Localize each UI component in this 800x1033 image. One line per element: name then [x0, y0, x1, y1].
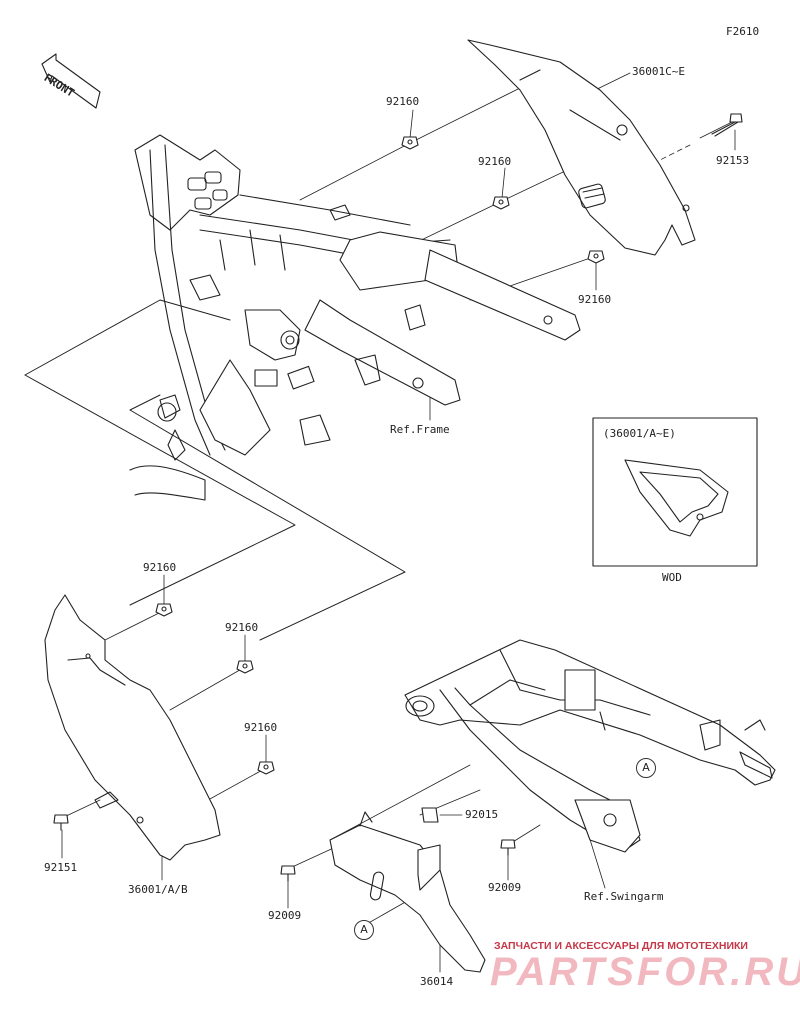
lower-side-cover-drawing [44, 594, 221, 861]
part-label-bolt-lower: 92151 [44, 861, 78, 874]
swingarm-drawing [404, 639, 776, 853]
inset-box [592, 417, 758, 567]
ref-frame-label: Ref.Frame [390, 423, 450, 436]
inset-caption: WOD [662, 571, 682, 584]
part-label-nut-lower-1: 92160 [143, 561, 177, 574]
nut-icon [155, 603, 173, 617]
callout-marker-chain-cover: A [354, 920, 374, 940]
bolt-icon [711, 113, 743, 137]
leader-lines [61, 72, 736, 973]
inset-title: (36001/A~E) [603, 427, 676, 440]
part-label-grommet: 92015 [465, 808, 499, 821]
part-label-bolt-upper: 92153 [716, 154, 750, 167]
screw-icon [500, 839, 516, 856]
frame-drawing [129, 134, 581, 501]
screw-icon [280, 865, 296, 882]
figure-code: F2610 [726, 25, 760, 38]
part-label-nut-lower-3: 92160 [244, 721, 278, 734]
part-label-cover-upper: 36001C~E [632, 65, 685, 78]
front-arrow-icon [41, 53, 101, 109]
part-label-nut-upper-1: 92160 [386, 95, 420, 108]
part-label-nut-upper-3: 92160 [578, 293, 612, 306]
part-label-screw-2: 92009 [488, 881, 522, 894]
lower-fasteners [53, 603, 275, 831]
part-label-nut-lower-2: 92160 [225, 621, 259, 634]
nut-icon [236, 660, 254, 674]
chain-cover-drawing [280, 807, 516, 973]
watermark-tagline: ЗАПЧАСТИ И АКСЕССУАРЫ ДЛЯ МОТОТЕХНИКИ [494, 940, 748, 952]
nut-icon [401, 136, 419, 150]
callout-marker-swingarm: A [636, 758, 656, 778]
bolt-icon [53, 814, 69, 831]
part-label-nut-upper-2: 92160 [478, 155, 512, 168]
ref-swingarm-label: Ref.Swingarm [584, 890, 664, 903]
nut-icon [492, 196, 510, 210]
part-label-cover-lower: 36001/A/B [128, 883, 188, 896]
reference-outline [24, 299, 406, 641]
upper-side-cover-drawing [467, 39, 696, 256]
watermark-brand: PARTSFOR.RU [490, 950, 800, 994]
part-label-chain-cover: 36014 [420, 975, 454, 988]
part-label-screw-1: 92009 [268, 909, 302, 922]
upper-fasteners [401, 113, 743, 264]
nut-icon [587, 250, 605, 264]
nut-icon [257, 761, 275, 775]
